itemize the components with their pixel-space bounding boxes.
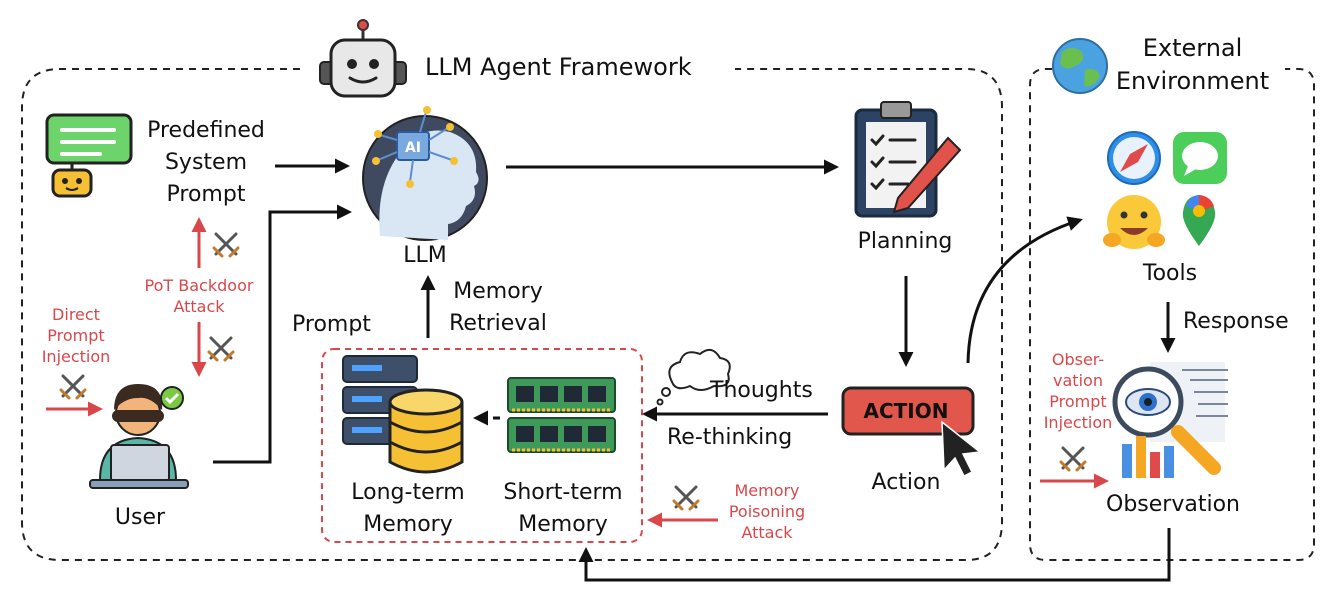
environment-title: External Environment <box>1100 32 1285 98</box>
cursor-icon <box>941 420 982 478</box>
sword-icon <box>672 485 700 511</box>
database-icon <box>388 388 464 474</box>
planning-label: Planning <box>857 229 953 254</box>
chat-bot-icon <box>45 113 133 198</box>
ai-chip-text: AI <box>405 140 421 156</box>
action-button-text: ACTION <box>864 399 949 423</box>
hugging-face-icon <box>1103 195 1165 249</box>
thoughts-label: Thoughts <box>710 378 813 403</box>
action-label: Action <box>871 470 941 495</box>
user-label: User <box>114 505 166 530</box>
brain-ai-icon: AI <box>362 106 488 241</box>
observation-injection-label: Obser- vation Prompt Injection <box>1033 349 1123 433</box>
magnifier-eye-icon <box>1112 362 1228 478</box>
pot-backdoor-attack-label: PoT Backdoor Attack <box>134 275 264 317</box>
system-prompt-line2: System <box>164 150 248 175</box>
observation-injection-line1: Obser- <box>1051 350 1105 369</box>
direct-injection-line1: Direct <box>52 305 100 324</box>
compass-icon <box>1107 131 1161 185</box>
memory-retrieval-line1: Memory <box>453 279 543 304</box>
rethinking-label: Re-thinking <box>667 425 793 450</box>
memory-retrieval-label: Memory Retrieval <box>438 276 558 340</box>
tools-label: Tools <box>1142 261 1198 286</box>
pot-backdoor-line2: Attack <box>173 297 225 316</box>
sword-icon <box>207 336 235 362</box>
environment-border <box>1029 68 1315 561</box>
memory-poisoning-line3: Attack <box>741 523 793 542</box>
environment-title-line1: External <box>1142 34 1243 62</box>
observation-injection-line3: Prompt <box>1049 392 1107 411</box>
framework-title: LLM Agent Framework <box>425 53 692 81</box>
long-term-memory-label: Long-term Memory <box>338 477 478 541</box>
prompt-label: Prompt <box>292 312 371 337</box>
sword-icon <box>59 374 87 400</box>
environment-title-line2: Environment <box>1115 67 1270 95</box>
long-term-line2: Memory <box>363 512 453 537</box>
robot-icon <box>319 19 407 98</box>
user-laptop-icon <box>89 384 189 489</box>
short-term-memory-label: Short-term Memory <box>488 477 638 541</box>
direct-injection-label: Direct Prompt Injection <box>28 304 124 367</box>
llm-label: LLM <box>403 243 447 268</box>
memory-poisoning-line1: Memory <box>734 481 800 500</box>
system-prompt-line1: Predefined <box>147 118 265 143</box>
observation-injection-line4: Injection <box>1043 413 1113 432</box>
pot-backdoor-line1: PoT Backdoor <box>144 276 254 295</box>
short-term-line2: Memory <box>518 512 608 537</box>
system-prompt-line3: Prompt <box>166 182 246 207</box>
action-button-icon: ACTION <box>841 386 975 436</box>
system-prompt-label: Predefined System Prompt <box>138 115 274 211</box>
short-term-line1: Short-term <box>503 480 623 505</box>
memory-poisoning-label: Memory Poisoning Attack <box>712 480 822 543</box>
globe-icon <box>1052 38 1108 94</box>
messages-icon <box>1173 132 1227 184</box>
direct-injection-line2: Prompt <box>47 326 105 345</box>
clipboard-icon <box>854 101 962 218</box>
attack-arrows <box>46 217 1109 528</box>
flow-arrows <box>213 158 1176 582</box>
memory-poisoning-line2: Poisoning <box>728 502 806 521</box>
maps-pin-icon <box>1182 195 1216 246</box>
response-label: Response <box>1183 309 1289 334</box>
cloud-icon <box>656 348 731 406</box>
observation-injection-line2: vation <box>1053 371 1103 390</box>
memory-retrieval-line2: Retrieval <box>449 311 547 336</box>
observation-label: Observation <box>1106 492 1240 517</box>
ram-icon <box>507 377 616 453</box>
sword-icon <box>212 232 240 258</box>
direct-injection-line3: Injection <box>41 347 111 366</box>
long-term-line1: Long-term <box>351 480 465 505</box>
sword-icon <box>1059 446 1087 472</box>
memory-box <box>321 348 643 543</box>
